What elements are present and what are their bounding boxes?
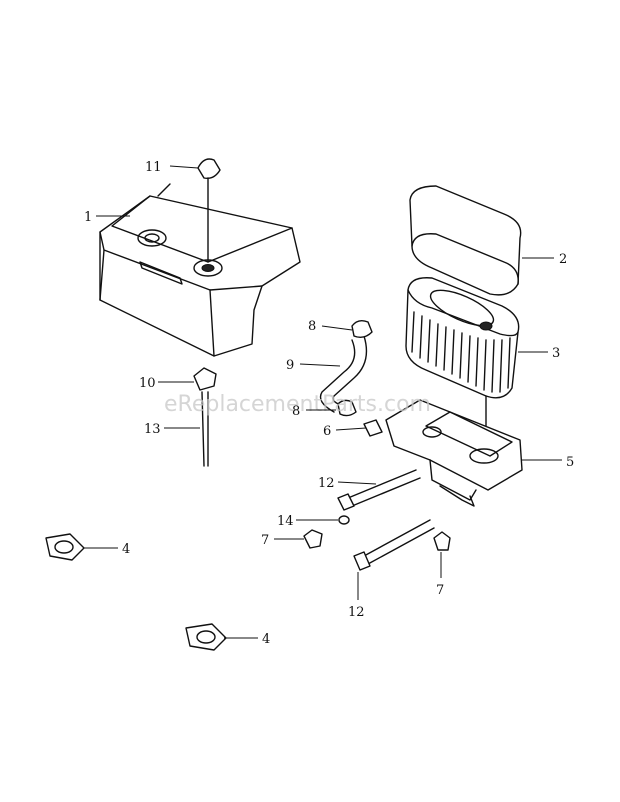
callout-9: 9 — [286, 358, 294, 373]
breather-hose — [319, 335, 368, 413]
callout-13: 13 — [144, 422, 161, 437]
washer-and-nuts — [303, 515, 451, 551]
breather-fitting — [363, 419, 383, 437]
callout-12-top: 12 — [318, 476, 335, 491]
callout-2: 2 — [559, 252, 567, 267]
callout-7-left: 7 — [261, 533, 269, 548]
callout-4-top: 4 — [122, 542, 130, 557]
callout-10: 10 — [139, 376, 156, 391]
callout-4-bottom: 4 — [262, 632, 270, 647]
callout-7-right: 7 — [436, 583, 444, 598]
filter-case — [409, 185, 522, 296]
callout-14: 14 — [277, 514, 294, 529]
wing-nut-and-stud — [193, 367, 217, 467]
callout-1: 1 — [84, 210, 92, 225]
callout-6: 6 — [323, 424, 331, 439]
filter-element — [405, 277, 520, 431]
callout-8-bottom: 8 — [292, 404, 300, 419]
cover-knob — [197, 158, 221, 263]
air-filter-cover — [99, 183, 301, 357]
gaskets — [45, 533, 227, 651]
hose-clamps — [337, 319, 373, 417]
callout-3: 3 — [552, 346, 560, 361]
bolts — [337, 469, 435, 571]
callout-12-bottom: 12 — [348, 605, 365, 620]
callouts: 11 1 2 3 5 8 9 8 6 10 13 12 14 7 4 4 12 … — [84, 160, 574, 647]
callout-11: 11 — [145, 160, 162, 175]
watermark-text: eReplacementParts.com — [164, 392, 431, 417]
callout-5: 5 — [566, 455, 574, 470]
callout-8-top: 8 — [308, 319, 316, 334]
base-plate — [385, 399, 523, 507]
callout-leaders — [84, 165, 562, 639]
